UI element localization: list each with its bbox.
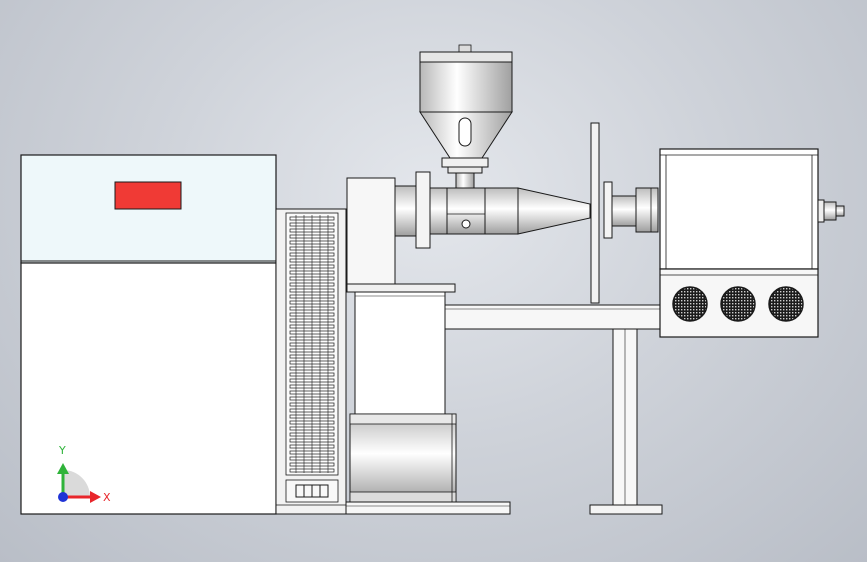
cabinet-lower-section bbox=[20, 262, 277, 515]
indicator-panel bbox=[114, 181, 182, 210]
support-frame bbox=[444, 304, 663, 515]
radiator-unit bbox=[275, 208, 347, 515]
x-axis-arrowhead bbox=[90, 491, 101, 503]
output-nozzle bbox=[817, 199, 825, 223]
hopper-lid bbox=[419, 51, 513, 63]
gearbox-housing bbox=[346, 177, 456, 417]
fan-grille-2 bbox=[720, 286, 756, 322]
horizontal-beam bbox=[444, 304, 661, 330]
hopper-throat bbox=[455, 172, 475, 190]
y-axis-arrowhead bbox=[57, 463, 69, 474]
drive-motor bbox=[349, 413, 457, 503]
die-adapter bbox=[635, 187, 659, 233]
coordinate-triad: Y X bbox=[57, 444, 111, 504]
z-axis-indicator bbox=[58, 492, 68, 502]
support-foot bbox=[589, 504, 663, 515]
barrel-flange bbox=[415, 171, 431, 249]
radiator-fins bbox=[289, 215, 335, 473]
motor-mount bbox=[354, 291, 446, 417]
cooling-unit bbox=[659, 148, 845, 338]
x-axis-label: X bbox=[103, 491, 111, 504]
feed-hopper bbox=[419, 44, 513, 190]
fan-grille-1 bbox=[672, 286, 708, 322]
y-axis-label: Y bbox=[58, 444, 66, 457]
vertical-support-plate bbox=[590, 122, 600, 304]
gearbox-top-plate bbox=[346, 283, 456, 293]
control-cabinet bbox=[20, 154, 277, 515]
hopper-sight-window bbox=[458, 117, 472, 147]
die-flange bbox=[603, 181, 613, 239]
fan-grille-3 bbox=[768, 286, 804, 322]
barrel-taper bbox=[517, 187, 591, 235]
extruder-barrel bbox=[394, 171, 659, 249]
base-plate bbox=[345, 501, 511, 515]
